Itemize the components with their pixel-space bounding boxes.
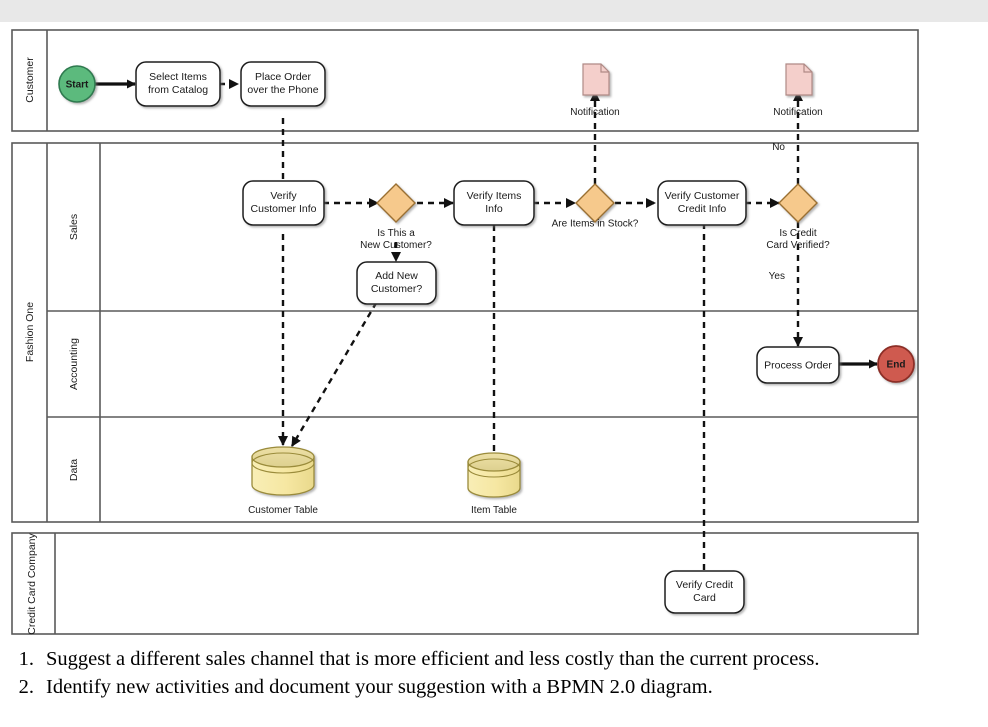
flows bbox=[95, 79, 878, 570]
top-gray-band bbox=[0, 0, 988, 22]
event-end[interactable]: End bbox=[877, 345, 915, 383]
question-item-2: 2. Identify new activities and document … bbox=[0, 673, 988, 701]
lane-label-accounting: Accounting bbox=[68, 338, 80, 390]
data-object-notification-stock-label: Notification bbox=[570, 107, 619, 118]
data-store-item-table-label: Item Table bbox=[471, 505, 517, 516]
pool-label-credit-card-company: Credit Card Company bbox=[26, 532, 38, 634]
data-store-item-table[interactable]: Item Table bbox=[467, 452, 521, 516]
task-verify-credit-card-label-1: Verify Credit bbox=[676, 579, 733, 591]
task-verify-customer-credit-info-label-2: Credit Info bbox=[678, 203, 727, 215]
pool-label-customer: Customer bbox=[24, 57, 36, 103]
pool-label-fashion-one: Fashion One bbox=[24, 302, 36, 362]
gateway-is-new-customer-label-2: New Customer? bbox=[360, 240, 432, 251]
task-place-order-over-the-phone[interactable]: Place Order over the Phone bbox=[240, 61, 326, 107]
task-verify-credit-card[interactable]: Verify Credit Card bbox=[664, 570, 745, 614]
lane-label-data: Data bbox=[68, 459, 80, 481]
data-object-notification-credit[interactable]: Notification bbox=[773, 63, 823, 118]
gateway-is-credit-card-verified-label-2: Card Verified? bbox=[766, 240, 830, 251]
flow-label-yes: Yes bbox=[769, 271, 785, 282]
questions-list: 1. Suggest a different sales channel tha… bbox=[0, 645, 988, 727]
event-end-label: End bbox=[887, 360, 906, 371]
gateway-are-items-in-stock[interactable]: Are Items in Stock? bbox=[552, 183, 639, 230]
task-verify-customer-info-label-1: Verify bbox=[270, 190, 297, 202]
bpmn-diagram: Customer Fashion One Sales Accounting Da… bbox=[0, 22, 988, 640]
task-add-new-customer-label-1: Add New bbox=[375, 270, 418, 282]
task-place-order-label-1: Place Order bbox=[255, 71, 312, 83]
flow-addnew-to-customertable bbox=[290, 292, 384, 447]
gateway-is-this-a-new-customer[interactable]: Is This a New Customer? bbox=[360, 183, 432, 251]
question-2-text: Identify new activities and document you… bbox=[46, 676, 713, 698]
task-select-items-label-2: from Catalog bbox=[148, 84, 208, 96]
task-add-new-customer-label-2: Customer? bbox=[371, 283, 423, 295]
lane-label-sales: Sales bbox=[68, 214, 80, 240]
task-verify-customer-info-label-2: Customer Info bbox=[251, 203, 317, 215]
task-verify-items-info[interactable]: Verify Items Info bbox=[453, 180, 535, 226]
event-start-label: Start bbox=[66, 80, 89, 91]
question-1-number: 1. bbox=[18, 648, 34, 670]
task-place-order-label-2: over the Phone bbox=[247, 84, 318, 96]
task-select-items-label-1: Select Items bbox=[149, 71, 207, 83]
data-store-customer-table[interactable]: Customer Table bbox=[248, 446, 318, 516]
event-start[interactable]: Start bbox=[58, 65, 96, 103]
task-add-new-customer[interactable]: Add New Customer? bbox=[356, 261, 437, 305]
question-2-number: 2. bbox=[18, 676, 34, 698]
task-verify-customer-credit-info-label-1: Verify Customer bbox=[665, 190, 740, 202]
task-verify-customer-credit-info[interactable]: Verify Customer Credit Info bbox=[657, 180, 747, 226]
gateway-is-credit-card-verified-label-1: Is Credit bbox=[779, 228, 816, 239]
data-store-customer-table-label: Customer Table bbox=[248, 505, 318, 516]
task-verify-customer-info[interactable]: Verify Customer Info bbox=[242, 180, 325, 226]
data-object-notification-stock[interactable]: Notification bbox=[570, 63, 620, 118]
gateway-are-items-in-stock-label-1: Are Items in Stock? bbox=[552, 219, 639, 230]
question-1-text: Suggest a different sales channel that i… bbox=[46, 648, 820, 670]
question-item-1: 1. Suggest a different sales channel tha… bbox=[0, 645, 988, 673]
task-verify-credit-card-label-2: Card bbox=[693, 592, 716, 604]
task-process-order-label-1: Process Order bbox=[764, 360, 832, 372]
task-select-items-from-catalog[interactable]: Select Items from Catalog bbox=[135, 61, 221, 107]
task-verify-items-info-label-2: Info bbox=[485, 203, 503, 215]
pool-credit-card-company: Credit Card Company bbox=[11, 532, 919, 635]
gateway-is-credit-card-verified[interactable]: Is Credit Card Verified? bbox=[766, 183, 830, 251]
task-process-order[interactable]: Process Order bbox=[756, 346, 840, 384]
data-object-notification-credit-label: Notification bbox=[773, 107, 822, 118]
task-verify-items-info-label-1: Verify Items bbox=[467, 190, 522, 202]
flow-label-no: No bbox=[772, 142, 785, 153]
gateway-is-new-customer-label-1: Is This a bbox=[377, 228, 415, 239]
